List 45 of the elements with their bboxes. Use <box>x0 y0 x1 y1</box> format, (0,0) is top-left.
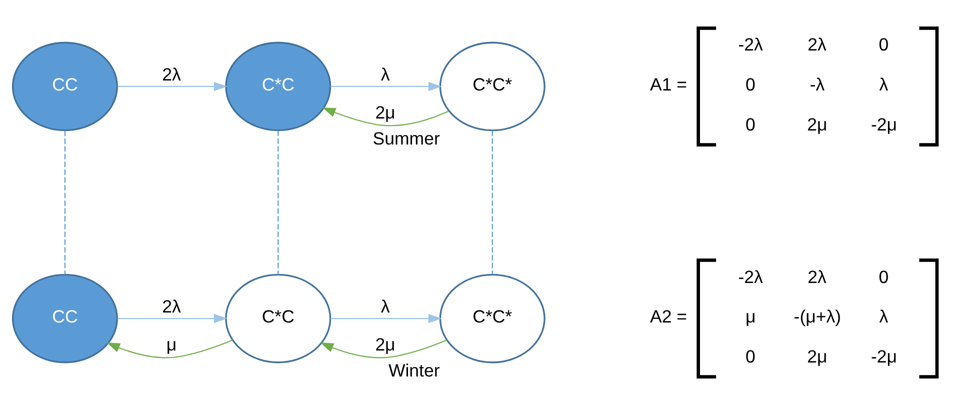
edge-label: λ <box>380 296 390 317</box>
label: λ <box>879 74 888 95</box>
node-ellipse: C*C* <box>439 274 546 364</box>
label: 2μ <box>807 114 828 135</box>
node-ellipse: C*C* <box>439 42 546 132</box>
label: 2λ <box>808 34 826 55</box>
label: 2λ <box>808 266 826 287</box>
connector <box>492 130 493 275</box>
connector <box>64 130 66 275</box>
arrow <box>106 340 233 358</box>
arrow <box>320 340 447 358</box>
node-ellipse: C*C <box>225 274 332 364</box>
label: -2λ <box>738 266 763 287</box>
arrow <box>330 314 442 324</box>
edge-label: 2λ <box>162 64 181 85</box>
label: -2μ <box>870 346 897 367</box>
label: 0 <box>878 34 889 55</box>
arrow <box>118 314 228 324</box>
label: 0 <box>745 74 756 95</box>
connector <box>278 130 279 275</box>
label: A2 = <box>650 306 688 327</box>
arrow <box>322 108 449 126</box>
label: μ <box>745 306 756 327</box>
node-ellipse: CC <box>12 42 118 132</box>
arrow <box>118 82 228 92</box>
node-ellipse: C*C <box>225 42 332 132</box>
label: -2μ <box>870 114 897 135</box>
label: -(μ+λ) <box>794 306 841 327</box>
node-ellipse: CC <box>12 274 118 364</box>
arrow <box>330 82 442 92</box>
edge-label: λ <box>380 64 390 85</box>
label: 0 <box>878 266 889 287</box>
edge-label: 2λ <box>162 296 181 317</box>
edge-label: μ <box>166 334 177 354</box>
label: -2λ <box>738 34 763 55</box>
label: λ <box>879 306 888 327</box>
label: 2μ <box>807 346 828 367</box>
edge-label: 2μ <box>375 334 396 354</box>
label: 0 <box>745 114 756 135</box>
label: -λ <box>810 74 825 95</box>
edge-label: 2μ <box>375 102 396 122</box>
label: 0 <box>745 346 756 367</box>
label: A1 = <box>650 74 688 95</box>
node-label: Summer <box>372 128 440 149</box>
node-label: Winter <box>388 360 440 381</box>
